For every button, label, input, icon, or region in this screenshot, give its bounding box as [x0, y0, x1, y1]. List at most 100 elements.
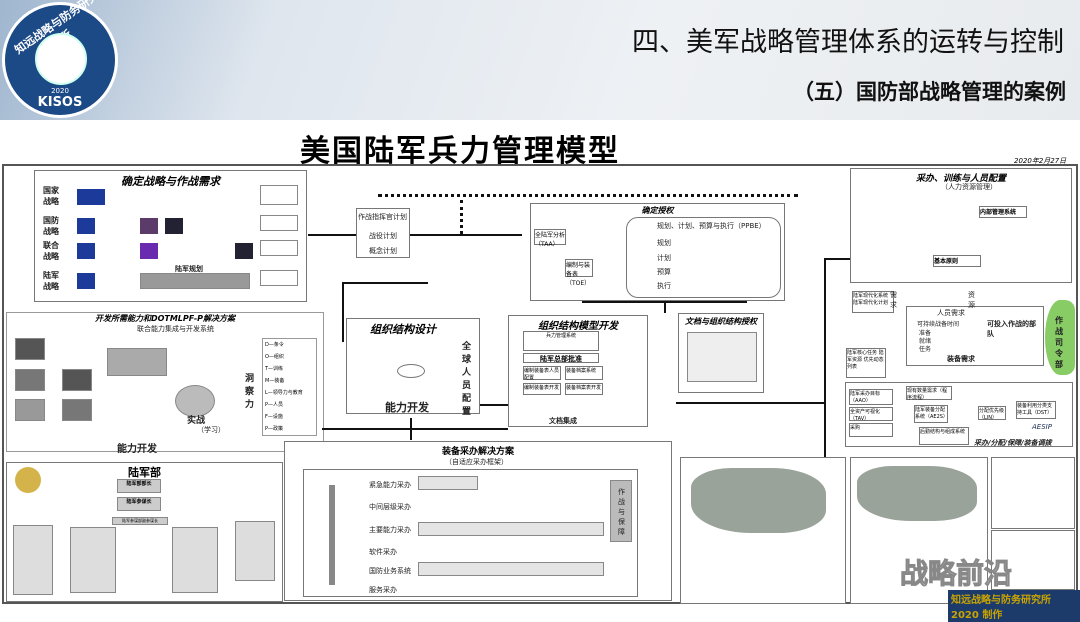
org-design-panel: 组织结构设计 能力开发 全球人员配置	[346, 318, 480, 417]
equip-file-box: 装备档案系统	[565, 366, 603, 380]
commander-plan-box: 作战指挥官计划 战役计划 概念计划	[356, 208, 410, 258]
authorization-panel: 全陆军分析（TAA） 编制与装备表（TOE） 规划、计划、预算与执行（PPBE）…	[530, 203, 785, 301]
aaf-row: 中间层级采办	[369, 503, 411, 511]
materiel-subtitle: （自适应采办框架）	[445, 458, 508, 466]
dotmlpf-item: P—政策	[265, 426, 284, 432]
dotmlpf-item: T—训练	[265, 366, 284, 372]
cycle-label: 可持续战备时间	[917, 321, 960, 328]
strategy-panel: 确定战略与作战需求 国家战略 国防战略 联合战略 陆军战略 陆军规划	[34, 170, 307, 302]
qty-box: 现有数量需求（程序流程）	[906, 386, 952, 401]
readiness-box: 人员需求 可持续战备时间 准备 就绪 任务 可投入作战的部队 装备需求	[906, 306, 1044, 366]
hr-title: 采办、训练与人员配置	[915, 174, 1006, 184]
logo-year: 2020	[51, 87, 69, 95]
dotmlpf-item: F—设施	[265, 414, 283, 420]
demand-label: 需求	[890, 291, 897, 309]
ops-support-label: 作战与保障	[618, 488, 625, 536]
hr-panel: 采办、训练与人员配置 （人力资源管理） 内部管理系统 基本原则	[850, 168, 1072, 283]
procure-box: 采购	[849, 423, 893, 437]
row-national: 国家战略	[43, 186, 59, 206]
installations-map-2	[850, 457, 988, 604]
level: 准备	[919, 330, 932, 337]
fms-box: 兵力管理系统	[523, 331, 599, 351]
global-staffing-label: 全球人员配置	[462, 342, 472, 417]
logistics-box: 后勤结构与组成系统	[919, 427, 969, 445]
level: 就绪	[919, 338, 932, 345]
ppbe-box: 规划、计划、预算与执行（PPBE） 规划 计划 预算 执行	[626, 217, 781, 298]
priority-list-box: 陆军核心任务 陆军资源 优先动态列表	[846, 348, 886, 378]
ppbe-step: 预算	[657, 268, 671, 276]
combatant-label: 作战司令部	[1055, 316, 1063, 369]
strategy-title: 确定战略与作战需求	[121, 175, 220, 188]
jcids-label: 联合能力集成与开发系统	[137, 325, 214, 333]
institute-logo: 知远战略与防务研究所 2020 KISOS	[2, 0, 118, 118]
footer-credit: 知远战略与防务研究所 2020 制作	[948, 590, 1080, 622]
globe-icon	[35, 33, 87, 85]
ppbe-step: 规划	[657, 239, 671, 247]
authorization-title: 确定授权	[641, 206, 674, 215]
internal-system-box: 内部管理系统	[979, 206, 1027, 218]
slide-date: 2020年2月27日	[1014, 157, 1067, 165]
personnel-need: 人员需求	[937, 309, 965, 317]
approval-box: 陆军总部批准	[523, 353, 599, 363]
dotmlpf-panel: 开发所需能力和DOTMLPF-P解决方案 联合能力集成与开发系统 洞察力 实战 …	[6, 312, 324, 455]
dotmlpf-item: L—领导力与教育	[265, 390, 303, 396]
practice-label: 实战	[187, 416, 206, 426]
aesip-logo: AESIP	[1032, 423, 1052, 431]
diagram-frame	[2, 164, 1078, 604]
dotmlpf-item: O—组织	[265, 354, 284, 360]
lin-box: 分配优先级（LIN）	[978, 406, 1006, 421]
slide-title: 美国陆军兵力管理模型	[300, 134, 620, 169]
row-joint: 联合战略	[43, 241, 59, 261]
dotmlpf-list: D—条令 O—组织 T—训练 M—装备 L—领导力与教育 P—人员 F—设施 P—政策	[262, 338, 317, 436]
vice-box: 陆军参谋部副参谋长	[112, 517, 168, 525]
doc-auth-panel: 文档与组织结构授权	[678, 313, 764, 393]
taa-box: 全陆军分析（TAA）	[534, 229, 566, 248]
org-design-title: 组织结构设计	[370, 323, 436, 336]
footer-org: 知远战略与防务研究所	[951, 595, 1051, 606]
equipment-need: 装备需求	[947, 355, 975, 363]
army-dept-panel: 陆军部 陆军部部长 陆军参谋长 陆军参谋部副参谋长	[6, 462, 283, 602]
secretary-box: 陆军部部长	[117, 479, 161, 493]
dst-box: 装备利用分类支持工具（DST）	[1016, 401, 1056, 419]
capability-dev-label: 能力开发	[117, 444, 157, 455]
modernization-plan: 陆军现代化计划	[853, 300, 889, 306]
doc-integration-label: 文档集成	[549, 417, 577, 425]
dotmlpf-item: P—人员	[265, 402, 284, 408]
org-design-footer: 能力开发	[385, 401, 429, 414]
ppbe-label: 规划、计划、预算与执行（PPBE）	[657, 222, 766, 230]
logo-abbr: KISOS	[37, 95, 83, 110]
aaf-diagram: 紧急能力采办 中间层级采办 主要能力采办 软件采办 国防业务系统 服务采办 作战…	[303, 469, 638, 597]
rank-insignia-panel	[991, 530, 1075, 590]
principle-box: 基本原则	[933, 255, 981, 267]
level: 任务	[919, 346, 932, 353]
toe-dev-box: 编制装备表开发	[523, 383, 561, 395]
row-defense: 国防战略	[43, 216, 59, 236]
ppbe-step: 执行	[657, 282, 671, 290]
hr-subtitle: （人力资源管理）	[941, 183, 997, 191]
row-army: 陆军战略	[43, 271, 59, 291]
dotmlpf-item: D—条令	[265, 342, 284, 348]
materiel-title: 装备采办解决方案	[441, 447, 514, 457]
tav-box: 全资产可视化（TAV）	[849, 407, 893, 422]
aao-box: 陆军采办目标（AAO）	[849, 389, 893, 405]
distribution-caption: 采办/分配/保障/装备调拨	[974, 439, 1052, 447]
aaf-row: 紧急能力采办	[369, 481, 411, 489]
chief-box: 陆军参谋长	[117, 497, 161, 511]
commander-plan-title: 作战指挥官计划	[358, 213, 407, 221]
modernization-box: 陆军现代化系统陆军现代化计划	[852, 291, 894, 313]
slide-header: 知远战略与防务研究所 2020 KISOS 四、美军战略管理体系的运转与控制 （…	[0, 0, 1080, 120]
aaf-row: 主要能力采办	[369, 526, 411, 534]
resource-label: 资源	[968, 291, 975, 309]
org-model-title: 组织结构模型开发	[538, 321, 618, 332]
concept-plan: 概念计划	[369, 247, 397, 255]
aaf-row: 国防业务系统	[369, 567, 411, 575]
army-dept-title: 陆军部	[128, 466, 161, 479]
equip-dev-box: 装备档案表开发	[565, 383, 603, 395]
materiel-panel: 装备采办解决方案 （自适应采办框架） 紧急能力采办 中间层级采办 主要能力采办 …	[284, 441, 672, 601]
dotmlpf-item: M—装备	[265, 378, 285, 384]
deployable-force: 可投入作战的部队	[987, 320, 1036, 338]
army-planning-label: 陆军规划	[175, 265, 203, 273]
distribution-panel: 陆军采办目标（AAO） 全资产可视化（TAV） 采购 现有数量需求（程序流程） …	[845, 382, 1073, 447]
ae2s-box: 陆军装备分配系统（AE2S）	[914, 405, 948, 423]
army-seal-icon	[15, 467, 41, 493]
